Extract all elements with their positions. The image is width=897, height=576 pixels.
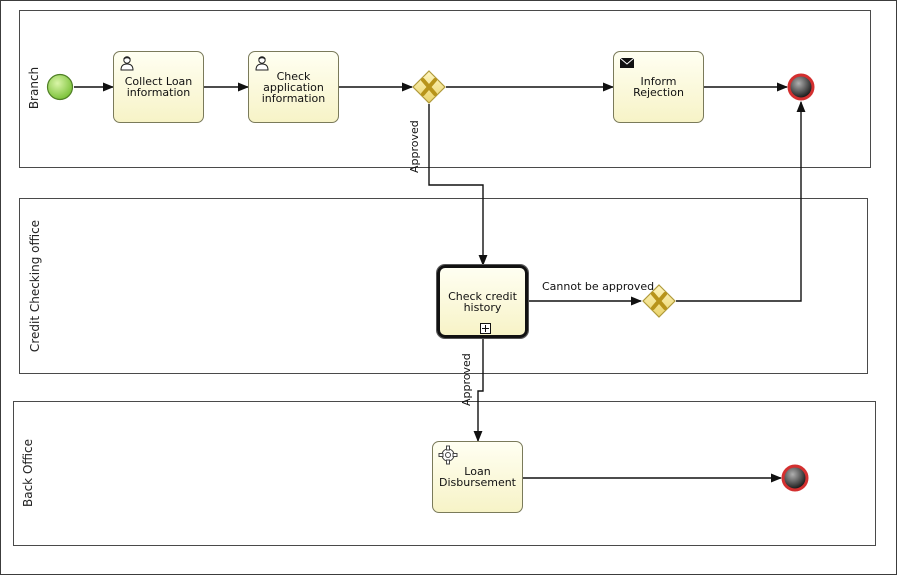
subprocess-check-credit-history[interactable]: Check credit history <box>437 265 528 338</box>
flow-gateway-approved-to-credit <box>428 104 488 267</box>
flow-label-cannot-be-approved: Cannot be approved <box>542 280 655 293</box>
flow-credit-approved-to-disburse <box>473 338 484 443</box>
task-check-application-information[interactable]: Check application information <box>248 51 339 123</box>
start-event[interactable] <box>46 73 74 101</box>
exclusive-gateway-approval[interactable] <box>412 70 446 104</box>
exclusive-gateway-credit[interactable] <box>642 284 676 318</box>
task-label: Collect Loan information <box>124 75 193 99</box>
flow-label-approved-branch: Approved <box>408 120 421 173</box>
user-task-icon <box>120 56 134 71</box>
message-send-icon <box>619 57 635 68</box>
user-task-icon <box>255 56 269 71</box>
task-label: Loan Disbursement <box>439 465 516 489</box>
task-label: Check credit history <box>448 289 517 314</box>
subprocess-plus-icon <box>480 323 491 334</box>
service-task-gear-icon <box>438 445 458 465</box>
task-loan-disbursement[interactable]: Loan Disbursement <box>432 441 523 513</box>
end-event-branch[interactable] <box>787 73 815 101</box>
flow-gateway2-to-end <box>676 100 806 302</box>
task-inform-rejection[interactable]: Inform Rejection <box>613 51 704 123</box>
end-event-back-office[interactable] <box>781 464 809 492</box>
flow-label-approved-credit: Approved <box>460 353 473 406</box>
task-collect-loan-information[interactable]: Collect Loan information <box>113 51 204 123</box>
task-label: Inform Rejection <box>633 75 684 99</box>
task-label: Check application information <box>261 69 326 105</box>
